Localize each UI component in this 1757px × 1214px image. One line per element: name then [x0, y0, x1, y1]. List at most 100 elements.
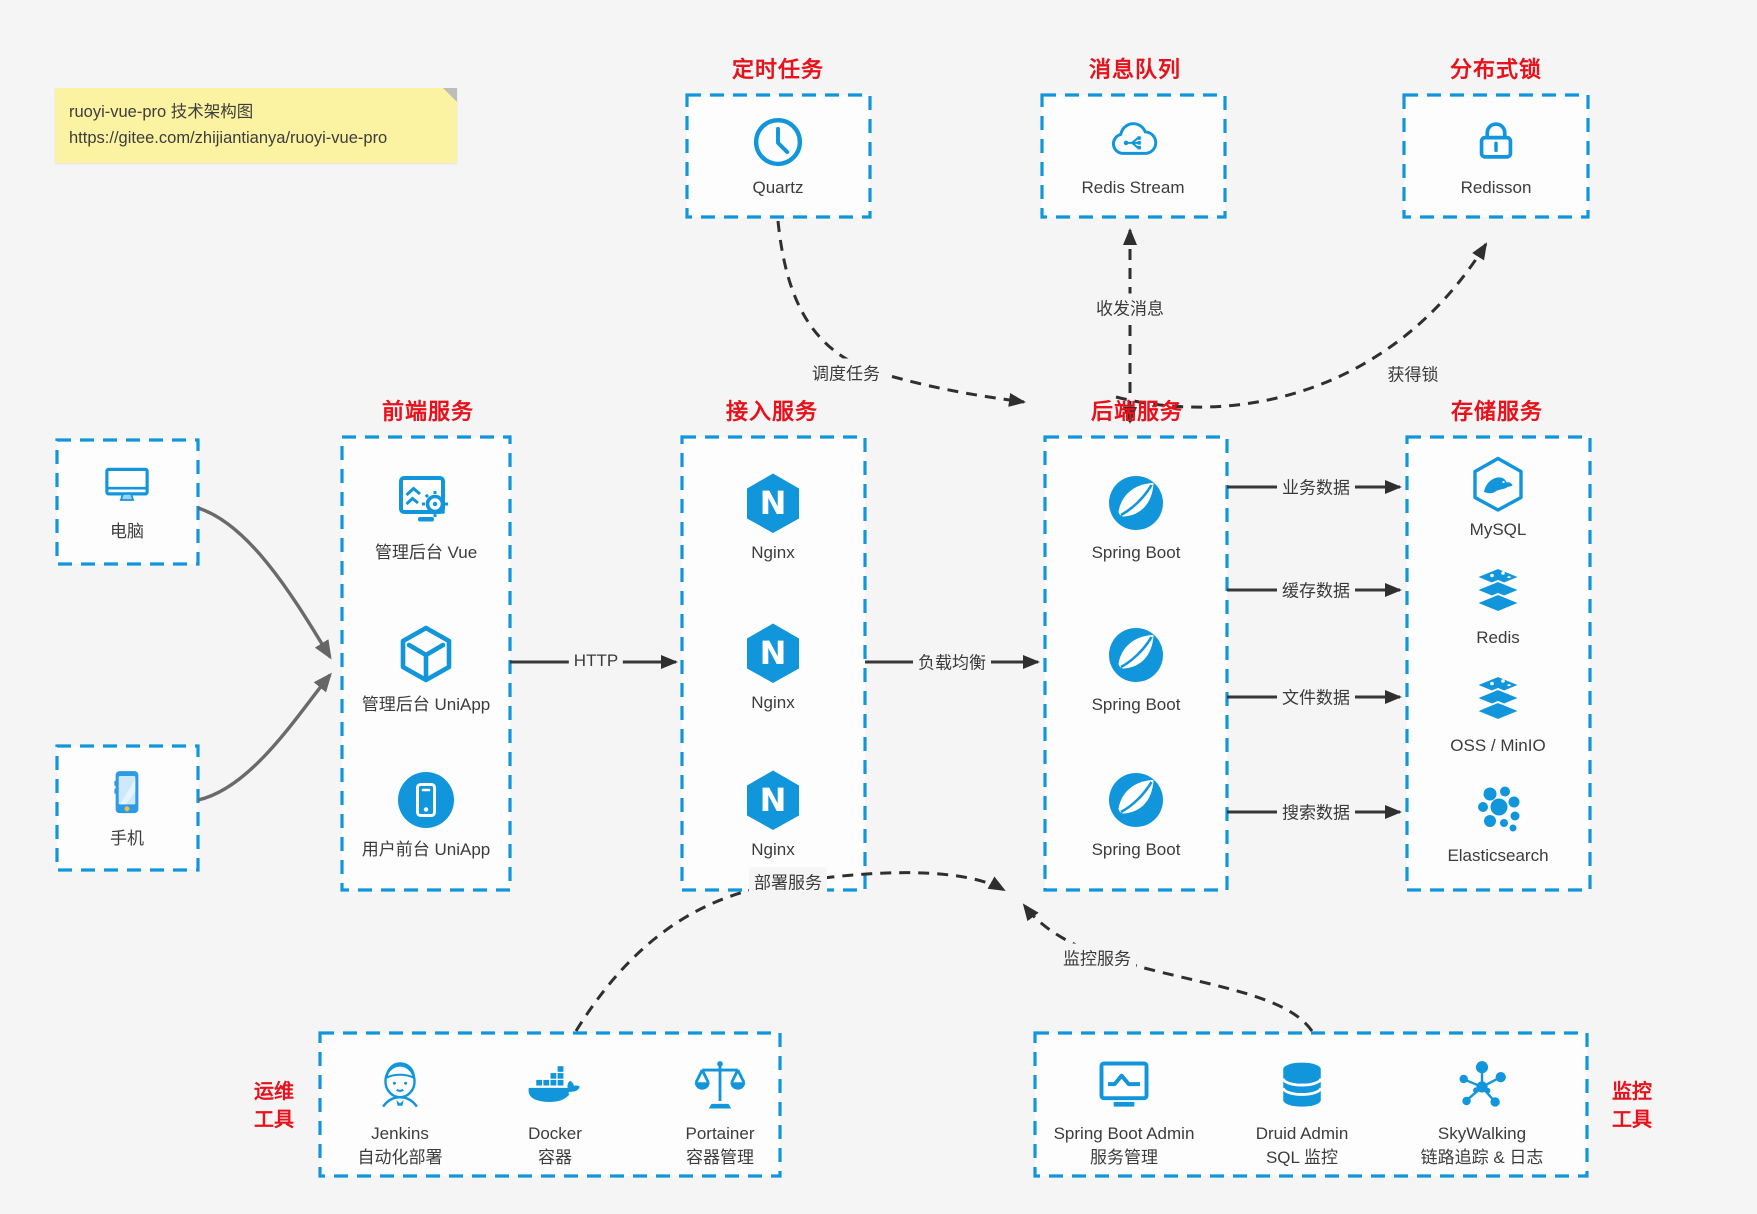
spring-boot-icon: [1104, 768, 1168, 832]
node-label: Quartz: [752, 178, 804, 197]
elasticsearch-icon: [1470, 782, 1526, 838]
node-springboot-3: Spring Boot: [1056, 768, 1216, 861]
node-label: Spring Boot: [1091, 543, 1181, 562]
node-label: Nginx: [751, 543, 795, 562]
lock-icon: [1468, 114, 1524, 170]
node-label: OSS / MinIO: [1450, 736, 1546, 755]
node-phone: 手机: [47, 765, 207, 850]
node-label: Nginx: [751, 840, 795, 859]
node-admin-vue: 管理后台 Vue: [346, 471, 506, 564]
spring-boot-admin-icon: [1094, 1056, 1154, 1116]
redis-stack-icon: [1470, 564, 1526, 620]
monitoring-side-label: 监控 工具: [1612, 1081, 1652, 1131]
edge-label-message: 收发消息: [1091, 293, 1169, 321]
oss-stack-icon: [1470, 672, 1526, 728]
note-fold-corner: [443, 88, 457, 102]
node-label: Spring Boot: [1091, 695, 1181, 714]
nginx-icon: [741, 768, 805, 832]
spring-boot-icon: [1104, 623, 1168, 687]
mobile-app-icon: [394, 768, 458, 832]
node-label: 电脑: [110, 522, 144, 541]
group-title-backend: 后端服务: [1090, 399, 1184, 424]
edge-label-search: 搜索数据: [1277, 797, 1355, 825]
node-label: 用户前台 UniApp: [361, 840, 491, 859]
box-mq: [1040, 93, 1227, 219]
edge-label-cache: 缓存数据: [1277, 575, 1355, 603]
nginx-icon: [741, 471, 805, 535]
edge-lock: [1115, 242, 1488, 409]
group-title-gateway: 接入服务: [725, 399, 819, 424]
group-title-storage: 存储服务: [1450, 399, 1544, 424]
box-client-pc: [55, 438, 200, 566]
box-devops: [318, 1031, 782, 1178]
node-springboot-1: Spring Boot: [1056, 471, 1216, 564]
note-url: https://gitee.com/zhijiantianya/ruoyi-vu…: [69, 129, 388, 148]
node-pc: 电脑: [47, 458, 207, 543]
group-title-scheduler: 定时任务: [731, 57, 825, 82]
node-admin-uniapp: 管理后台 UniApp: [346, 623, 506, 716]
node-label: Redisson: [1460, 178, 1532, 197]
node-desc: 自动化部署: [357, 1148, 443, 1168]
docker-icon: [525, 1056, 585, 1116]
desktop-icon: [99, 458, 155, 514]
node-label: Druid Admin: [1255, 1124, 1349, 1143]
node-nginx-3: Nginx: [693, 768, 853, 861]
edge-phone-to-frontend: [197, 672, 332, 802]
devops-side-label: 运维 工具: [254, 1081, 294, 1131]
node-desc: SQL 监控: [1265, 1148, 1339, 1168]
node-docker: Docker 容器: [480, 1056, 630, 1169]
node-label: 手机: [110, 829, 144, 848]
node-label: 管理后台 UniApp: [361, 695, 491, 714]
node-skywalking: SkyWalking 链路追踪 & 日志: [1392, 1056, 1572, 1169]
group-title-lock: 分布式锁: [1449, 57, 1543, 82]
node-label: Redis: [1476, 628, 1520, 647]
note-title: ruoyi-vue-pro 技术架构图: [69, 103, 254, 121]
node-label: Spring Boot Admin: [1053, 1124, 1195, 1143]
node-label: Spring Boot: [1091, 840, 1181, 859]
edge-deploy: [574, 871, 1006, 1032]
druid-icon: [1272, 1056, 1332, 1116]
jenkins-icon: [370, 1056, 430, 1116]
node-springboot-2: Spring Boot: [1056, 623, 1216, 716]
spring-boot-icon: [1104, 471, 1168, 535]
box-scheduler: [685, 93, 872, 219]
nginx-icon: [741, 621, 805, 685]
node-druid-admin: Druid Admin SQL 监控: [1212, 1056, 1392, 1169]
node-mysql: MySQL: [1418, 456, 1578, 541]
node-desc: 容器管理: [686, 1148, 754, 1168]
portainer-icon: [690, 1056, 750, 1116]
edge-label-lock: 获得锁: [1382, 359, 1444, 387]
node-portainer: Portainer 容器管理: [645, 1056, 795, 1169]
node-label: Elasticsearch: [1447, 846, 1549, 865]
edge-pc-to-frontend: [197, 506, 332, 660]
edge-label-monitor: 监控服务: [1058, 943, 1136, 971]
group-title-mq: 消息队列: [1088, 57, 1182, 82]
clock-icon: [750, 114, 806, 170]
node-redis: Redis: [1418, 564, 1578, 649]
title-note: ruoyi-vue-pro 技术架构图 https://gitee.com/zh…: [55, 88, 457, 163]
edge-monitor: [1022, 903, 1314, 1032]
node-oss-minio: OSS / MinIO: [1418, 672, 1578, 757]
edge-label-load-balance: 负载均衡: [913, 647, 991, 675]
node-desc: 容器: [538, 1148, 572, 1168]
uniapp-cube-icon: [394, 623, 458, 687]
mysql-icon: [1470, 456, 1526, 512]
node-desc: 服务管理: [1090, 1148, 1158, 1168]
edge-label-http: HTTP: [568, 650, 624, 672]
node-label: Portainer: [685, 1124, 755, 1143]
node-nginx-2: Nginx: [693, 621, 853, 714]
mq-cloud-icon: [1105, 114, 1161, 170]
node-label: MySQL: [1469, 520, 1527, 539]
node-jenkins: Jenkins 自动化部署: [325, 1056, 475, 1169]
node-label: 管理后台 Vue: [374, 543, 478, 562]
node-desc: 链路追踪 & 日志: [1420, 1148, 1544, 1168]
node-elasticsearch: Elasticsearch: [1418, 782, 1578, 867]
edge-label-business: 业务数据: [1277, 472, 1355, 500]
node-label: Docker: [528, 1124, 582, 1143]
edge-label-deploy: 部署服务: [749, 867, 827, 895]
node-user-uniapp: 用户前台 UniApp: [346, 768, 506, 861]
node-label: Redis Stream: [1081, 178, 1185, 197]
node-label: SkyWalking: [1437, 1124, 1527, 1143]
node-nginx-1: Nginx: [693, 471, 853, 564]
